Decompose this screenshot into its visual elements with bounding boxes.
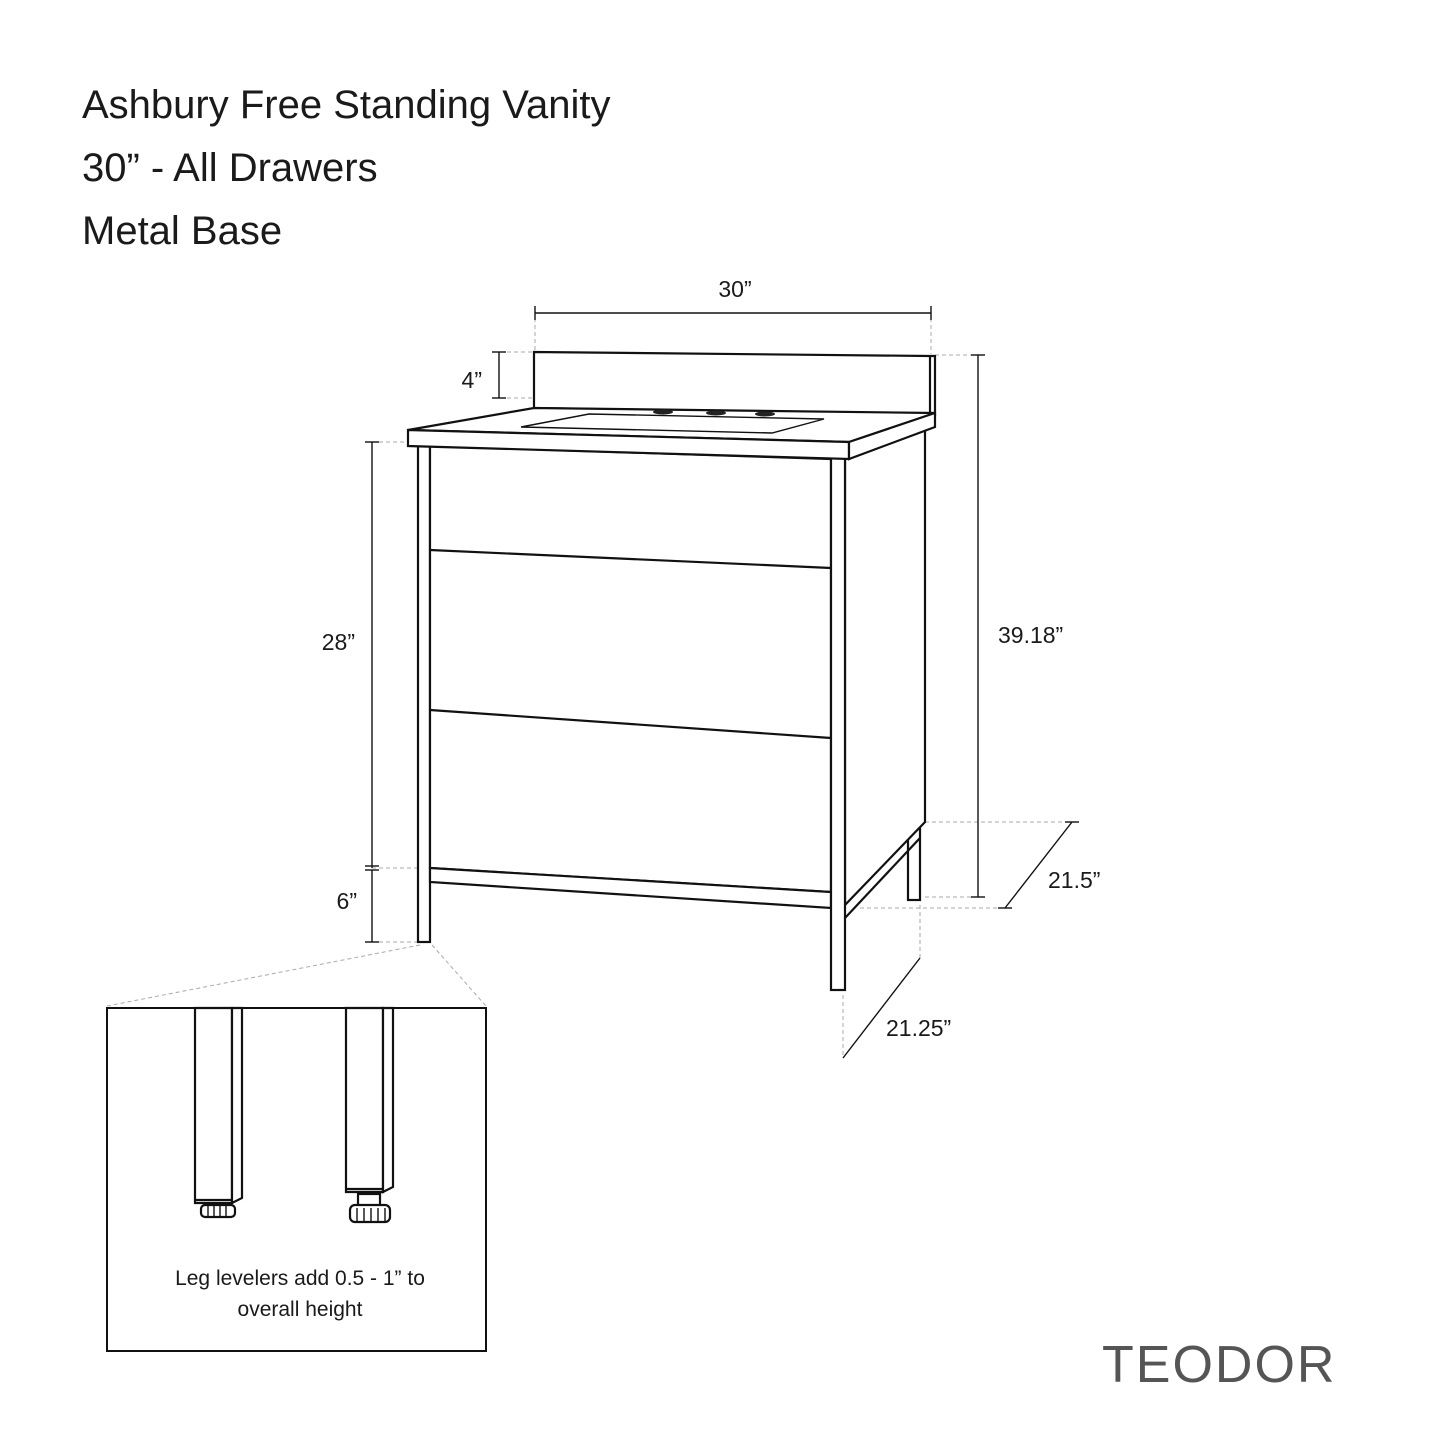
width-label: 30” bbox=[718, 276, 751, 302]
title-line-3: Metal Base bbox=[82, 209, 282, 253]
cabinet-height-label: 28” bbox=[322, 629, 355, 655]
drawer-divider bbox=[429, 548, 832, 570]
vanity-drawing bbox=[406, 350, 937, 992]
leg-height-label: 6” bbox=[337, 888, 357, 914]
base-depth-label: 21.25” bbox=[886, 1015, 951, 1041]
faucet-hole bbox=[706, 410, 726, 416]
backsplash-label: 4” bbox=[462, 367, 482, 393]
drawer-divider bbox=[429, 708, 832, 740]
faucet-hole bbox=[755, 411, 775, 417]
overall-height-label: 39.18” bbox=[998, 622, 1063, 648]
top-depth-label: 21.5” bbox=[1048, 867, 1100, 893]
brand-logo: TEODOR bbox=[1102, 1336, 1336, 1394]
dimension-width: 30” bbox=[534, 276, 932, 320]
sink-outline bbox=[520, 413, 825, 434]
faucet-hole bbox=[653, 409, 673, 415]
dimension-leg-height: 6” bbox=[337, 869, 379, 943]
dimension-base-depth: 21.25” bbox=[842, 957, 951, 1059]
inset-note-line-2: overall height bbox=[238, 1298, 363, 1321]
dimension-cabinet-height: 28” bbox=[322, 441, 379, 868]
dimension-top-depth: 21.5” bbox=[998, 821, 1100, 909]
leg-leveler-inset: Leg levelers add 0.5 - 1” to overall hei… bbox=[106, 944, 487, 1352]
title-line-2: 30” - All Drawers bbox=[82, 146, 378, 190]
dimension-overall-height: 39.18” bbox=[971, 354, 1063, 898]
title-line-1: Ashbury Free Standing Vanity bbox=[82, 83, 610, 127]
extension-lines bbox=[372, 318, 1072, 1058]
dimension-backsplash: 4” bbox=[462, 351, 506, 399]
inset-note-line-1: Leg levelers add 0.5 - 1” to bbox=[175, 1267, 425, 1290]
